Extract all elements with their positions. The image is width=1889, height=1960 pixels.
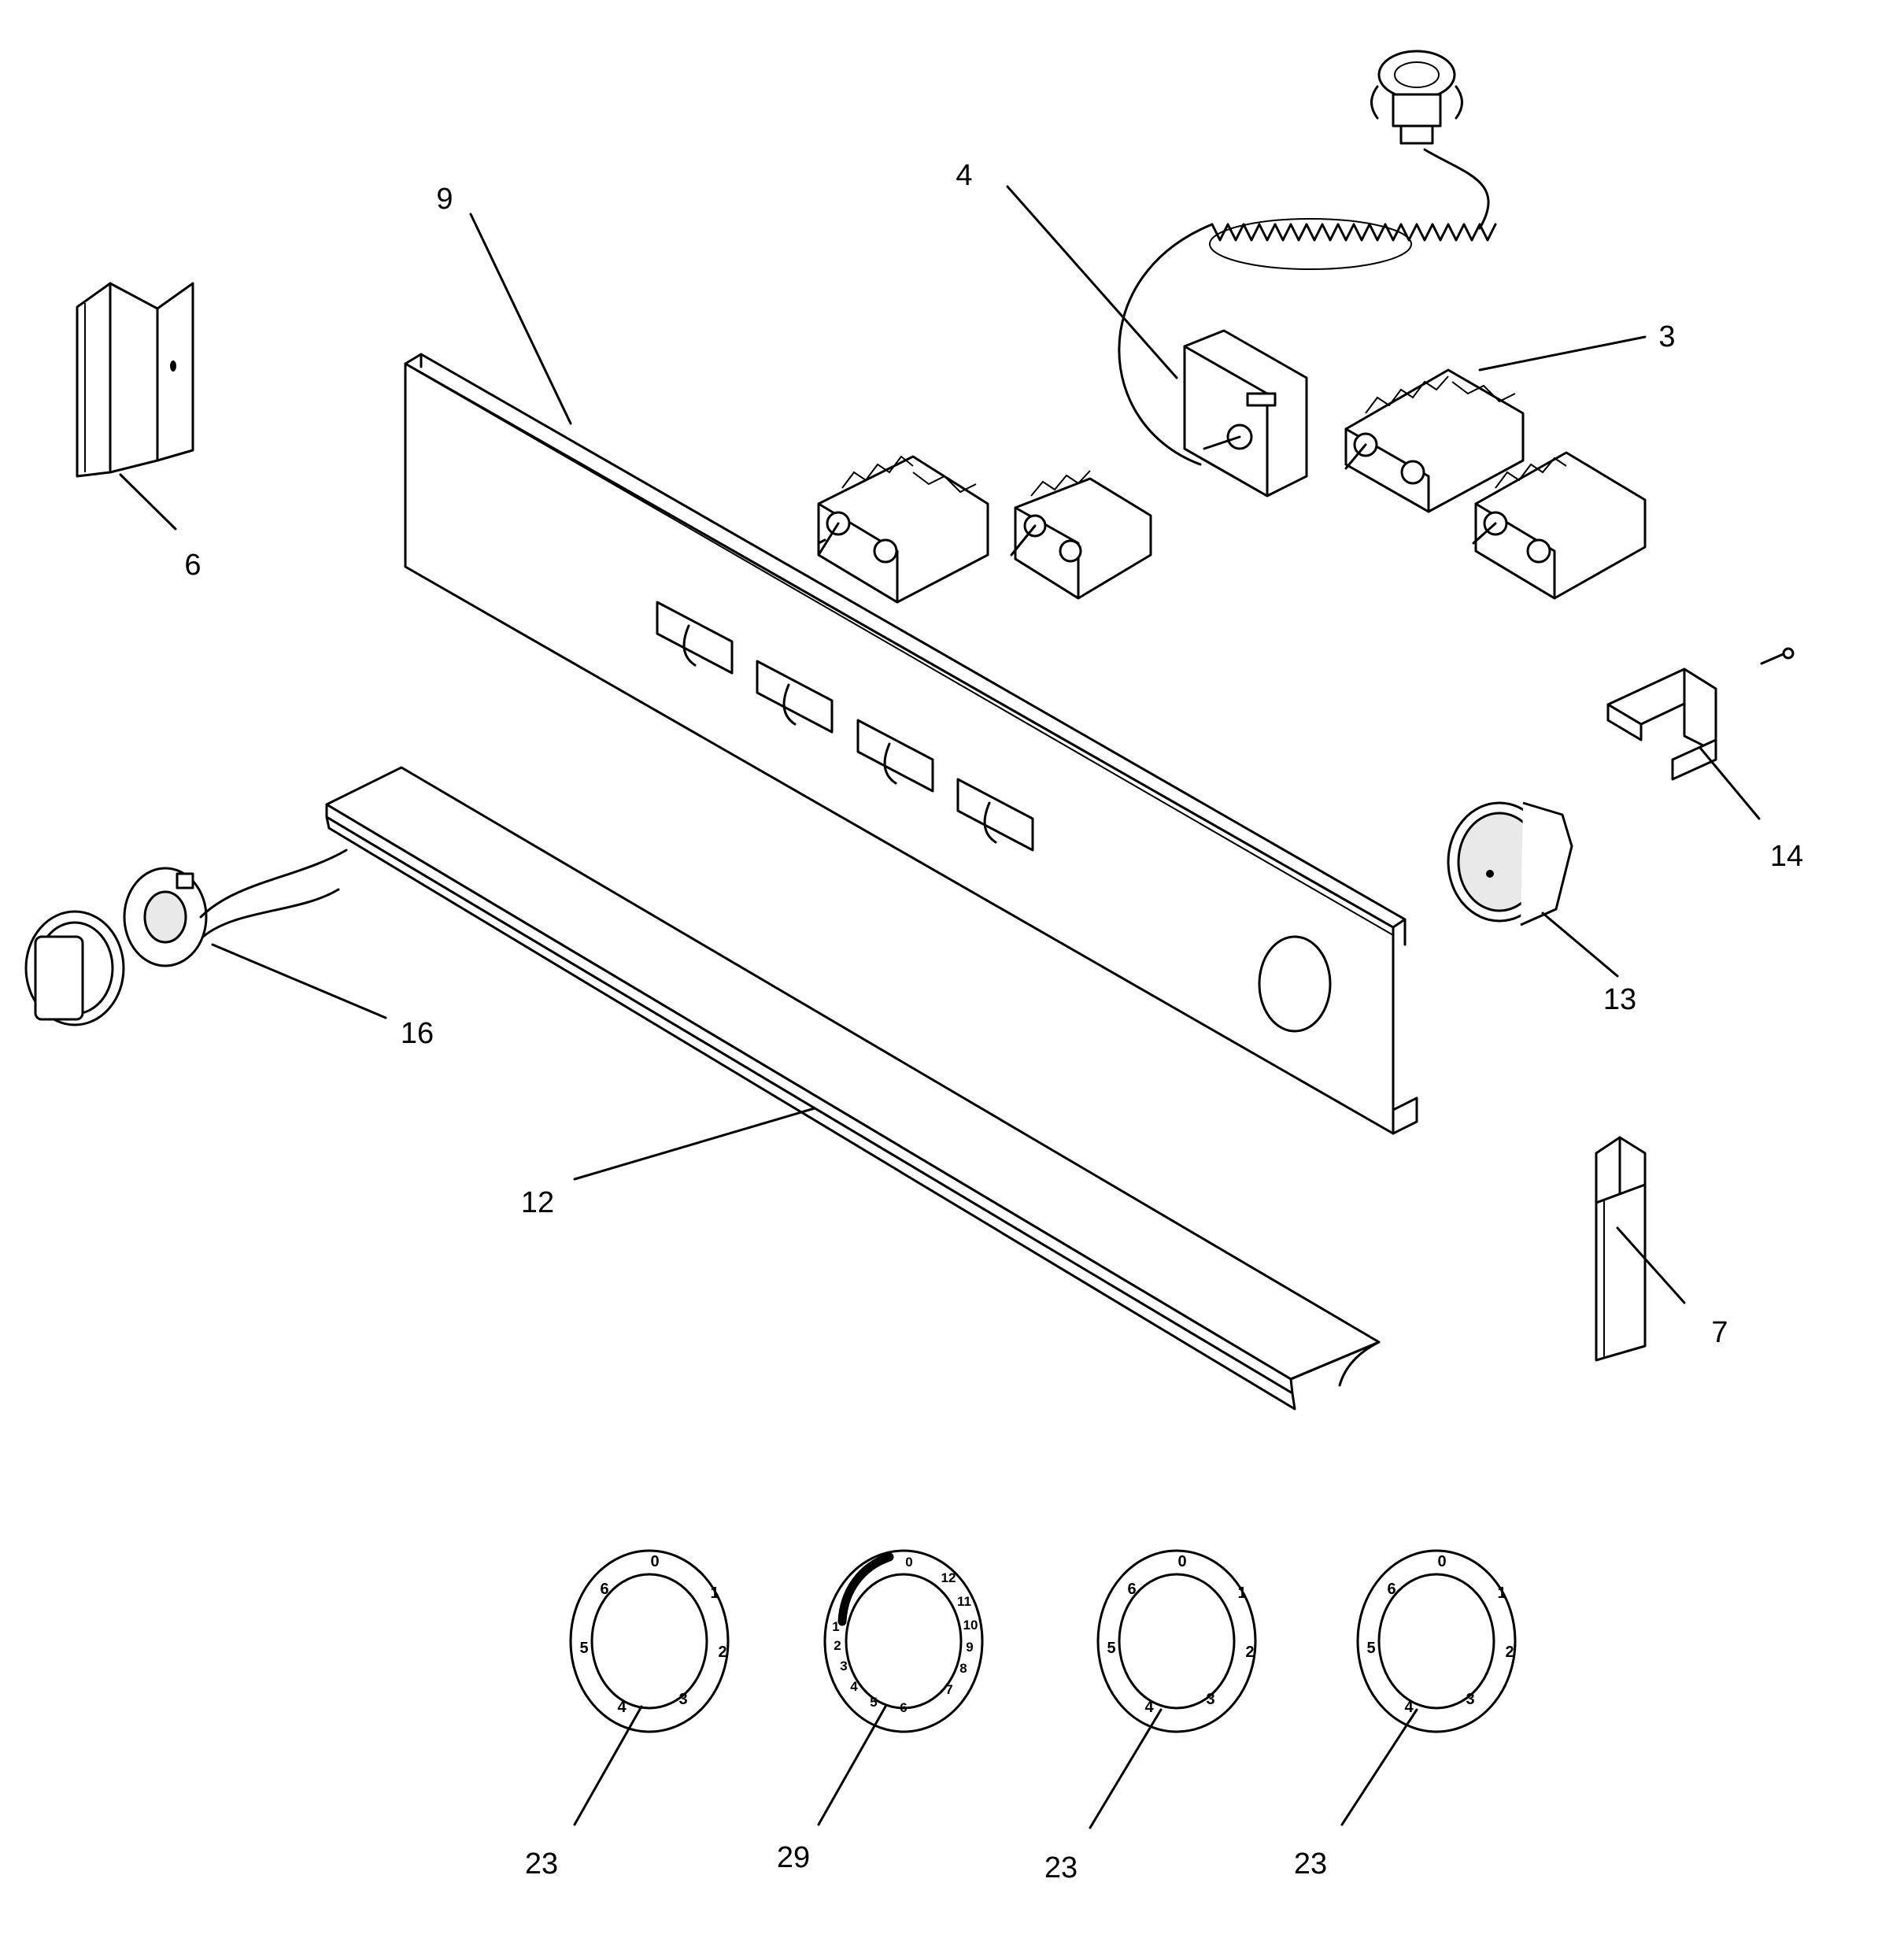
dial-part-29: 0 12 11 10 9 8 7 6 5 4 3 2 1 [823,1549,984,1733]
svg-text:1: 1 [832,1619,839,1634]
rotary-switch [1010,470,1152,600]
svg-text:3: 3 [678,1691,687,1708]
svg-text:6: 6 [900,1700,907,1715]
dial-part-23-a: 0 1 2 3 4 5 6 [569,1549,730,1733]
dial-part-23-c: 0 1 2 3 4 5 6 [1356,1549,1517,1733]
label-part-23-b: 23 [1044,1851,1078,1884]
label-part-9: 9 [436,183,453,216]
svg-text:2: 2 [1245,1644,1254,1661]
label-part-16: 16 [401,1017,434,1050]
svg-text:10: 10 [963,1618,978,1633]
knob-part-13 [1447,801,1573,926]
rotary-switch-part-3 [1344,368,1525,513]
svg-text:5: 5 [1366,1640,1375,1657]
trim-strip-part-12 [325,766,1381,1411]
leader-lines [119,185,1761,1829]
svg-text:12: 12 [941,1570,956,1585]
bracket-part-14 [1606,647,1795,781]
svg-text:2: 2 [1505,1644,1514,1661]
label-part-13: 13 [1603,983,1636,1016]
svg-text:1: 1 [710,1585,719,1602]
svg-text:5: 5 [579,1640,588,1657]
panel-slot [656,601,734,675]
svg-text:4: 4 [1404,1699,1414,1716]
label-part-7: 7 [1711,1316,1728,1349]
label-part-3: 3 [1658,320,1675,353]
panel-slot [756,660,834,734]
thermostat-part-4 [1183,329,1308,497]
svg-text:1: 1 [1497,1585,1506,1602]
svg-text:8: 8 [959,1661,967,1676]
control-panel-part-9 [404,353,1418,1135]
svg-text:5: 5 [870,1695,877,1710]
panel-slot [856,719,934,793]
svg-text:4: 4 [850,1679,858,1694]
svg-text:0: 0 [650,1553,659,1570]
label-part-6: 6 [184,549,201,582]
svg-text:4: 4 [617,1699,627,1716]
svg-text:4: 4 [1144,1699,1154,1716]
svg-text:5: 5 [1107,1640,1115,1657]
knob-set-part-16 [24,849,348,1026]
svg-text:0: 0 [1437,1553,1446,1570]
rotary-switch [1472,451,1647,600]
svg-text:2: 2 [718,1644,726,1661]
dial-part-23-b: 0 1 2 3 4 5 6 [1096,1549,1257,1733]
label-part-23-a: 23 [525,1847,558,1880]
label-part-29: 29 [777,1841,810,1874]
svg-text:11: 11 [957,1594,971,1609]
svg-text:3: 3 [1206,1691,1214,1708]
svg-text:2: 2 [834,1638,841,1653]
label-part-12: 12 [521,1186,554,1219]
svg-text:0: 0 [1177,1553,1186,1570]
svg-text:1: 1 [1237,1585,1246,1602]
label-part-4: 4 [956,159,972,192]
rotary-switch [817,455,989,604]
svg-text:6: 6 [1387,1581,1395,1598]
svg-text:3: 3 [840,1659,847,1673]
bracket-left-part-6 [76,282,194,478]
svg-text:6: 6 [1127,1581,1136,1598]
bracket-right-part-7 [1595,1136,1647,1362]
label-part-23-c: 23 [1294,1847,1327,1880]
svg-text:0: 0 [905,1555,912,1570]
panel-slot [956,778,1034,852]
capillary-coil [1118,148,1497,466]
svg-text:6: 6 [600,1581,608,1598]
svg-text:7: 7 [945,1682,952,1697]
thermostat-bulb [1370,50,1463,145]
svg-text:3: 3 [1466,1691,1474,1708]
svg-text:9: 9 [966,1640,973,1655]
label-part-14: 14 [1770,840,1803,873]
